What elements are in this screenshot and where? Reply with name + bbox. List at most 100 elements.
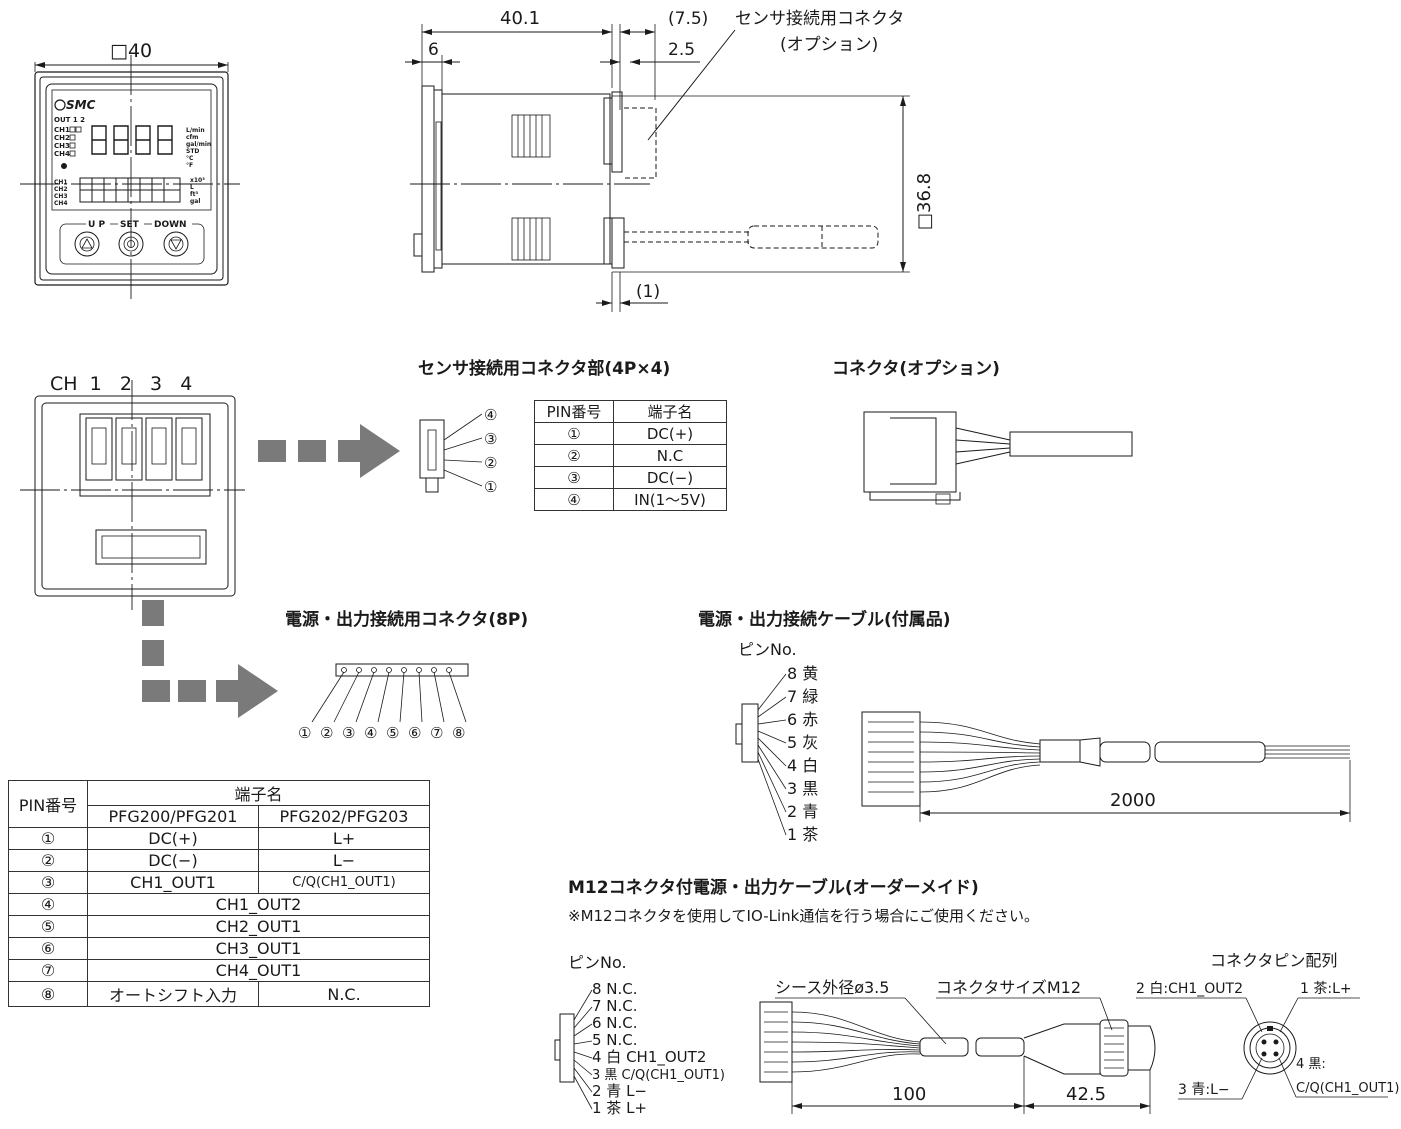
front-view: □40 SMC OUT 1 2 CH1 CH2 CH3 CH4 L/min cf… [20,40,240,300]
m12-pin-4: 4 白 CH1_OUT2 [592,1048,706,1067]
power-connector-drawing: ① ② ③ ④ ⑤ ⑥ ⑦ ⑧ [298,663,469,742]
unit-std: STD [186,148,199,155]
pc-pin-2: ② [320,724,333,742]
power-cable-drawing: 2000 [735,673,1351,836]
unit-f: °F [186,162,193,169]
down-button[interactable] [163,231,189,257]
dim-front-width: □40 [110,40,152,62]
pc-pin-8: ⑧ [452,724,465,742]
arr-pin3: 3 青:L− [1178,1082,1230,1098]
m12-size: コネクタサイズM12 [936,978,1081,997]
sensor-pin-2: ② [484,454,497,472]
unit-galmin: gal/min [186,141,211,148]
sub-ch1: CH1 [54,179,68,186]
cable-pin-1: 1 茶 [787,825,818,844]
unit-lmin: L/min [186,127,205,134]
cable-pin-3: 3 黒 [787,779,818,798]
option-connector-drawing [863,411,1133,505]
main-pin-4-merged: CH1_OUT2 [87,893,430,916]
main-pin-7-merged: CH4_OUT1 [87,959,430,982]
pc-pin-3: ③ [342,724,355,742]
sub-ch2: CH2 [54,186,68,193]
m12-pin-label: ピンNo. [568,953,627,972]
arrow-right-1 [258,424,400,478]
arr-pin2: 2 白:CH1_OUT2 [1136,981,1243,997]
unit-c: °C [186,155,194,162]
sensor-row-2-pin: ② [534,444,614,467]
main-pin-2: ② [8,849,88,872]
dim-connector: (7.5) [668,9,708,29]
m12-note: ※M12コネクタを使用してIO-Link通信を行う場合にご使用ください。 [568,907,1039,925]
power-cable-title: 電源・出力接続ケーブル(付属品) [698,609,951,630]
m12-pin-5: 5 N.C. [592,1031,638,1049]
sub-display [79,177,181,203]
dim-2-5: 2.5 [668,40,695,60]
cable-pin-5: 5 灰 [787,733,818,752]
m12-pin-7: 7 N.C. [592,997,638,1015]
main-pin-1-a: DC(+) [87,827,259,850]
ch4-label: CH4 [54,150,70,158]
cable-pin-2: 2 青 [787,802,818,821]
m12-pin-1: 1 茶 L+ [592,1099,647,1117]
main-pin-4: ④ [8,893,88,916]
connector-label-1: センサ接続用コネクタ [735,9,904,29]
cable-pin-7: 7 緑 [787,687,818,706]
main-pin-3: ③ [8,871,88,894]
unit-cfm: cfm [186,134,198,141]
sensor-pin-1: ① [484,478,497,496]
vent-upper [511,114,551,158]
unit2-x10: x10³ [190,177,205,184]
btn-set-label: SET [120,220,140,230]
main-th-sub2: PFG202/PFG203 [258,805,430,828]
pc-pin-4: ④ [364,724,377,742]
arr-pin4b: C/Q(CH1_OUT1) [1296,1081,1399,1096]
sensor-th-pin: PIN番号 [534,400,614,423]
ch3-label: CH3 [54,142,70,150]
m12-sheath: シース外径ø3.5 [775,978,889,997]
main-pin-8-a: オートシフト入力 [87,981,259,1007]
main-pin-3-a: CH1_OUT1 [87,871,259,894]
main-pin-2-a: DC(−) [87,849,259,872]
m12-pin-8: 8 N.C. [592,980,638,998]
sensor-row-4-name: IN(1〜5V) [613,488,727,511]
sensor-row-1-pin: ① [534,422,614,445]
main-pin-5: ⑤ [8,915,88,938]
sensor-row-1-name: DC(+) [613,422,727,445]
m12-title: M12コネクタ付電源・出力ケーブル(オーダーメイド) [568,877,979,898]
main-th-pin: PIN番号 [8,780,88,828]
pc-pin-6: ⑥ [408,724,421,742]
main-pin-6-merged: CH3_OUT1 [87,937,430,960]
m12-pin-3: 3 黒 C/Q(CH1_OUT1) [592,1068,725,1083]
up-button[interactable] [74,231,100,257]
ch2-label: CH2 [54,134,70,142]
unit2-ft3: ft³ [190,191,198,198]
m12-pin-6: 6 N.C. [592,1014,638,1032]
power-cable-pin-label: ピンNo. [738,640,797,659]
main-pin-2-b: L− [258,849,430,872]
arrow-down-right [142,600,278,718]
cable-pin-6: 6 赤 [787,710,818,729]
main-pin-6: ⑥ [8,937,88,960]
side-view: 40.1 (7.5) センサ接続用コネクタ (オプション) 6 2.5 [405,8,935,312]
sensor-connector-drawing: ④ ③ ② ① [419,406,497,496]
dim-height: □36.8 [914,173,935,230]
rear-ch-label: CH 1 2 3 4 [50,373,192,395]
main-pin-1-b: L+ [258,827,430,850]
dim-depth: 40.1 [500,8,540,29]
connector-label-2: (オプション) [780,35,878,55]
main-pin-1: ① [8,827,88,850]
btn-down-label: DOWN [154,220,187,230]
ch1-label: CH1 [54,126,70,134]
pc-pin-7: ⑦ [430,724,443,742]
arr-title: コネクタピン配列 [1210,951,1337,970]
dim-6: 6 [428,40,439,60]
sub-ch4: CH4 [54,200,68,207]
cable-pin-4: 4 白 [787,756,818,775]
sensor-row-2-name: N.C [613,444,727,467]
m12-pin-arrangement: コネクタピン配列 2 白:CH1_OUT2 1 茶:L+ 3 青:L− 4 黒:… [1136,951,1399,1100]
m12-cable-drawing: シース外径ø3.5 コネクタサイズM12 100 42.5 [554,978,1156,1114]
out-label: OUT 1 2 [54,116,85,124]
